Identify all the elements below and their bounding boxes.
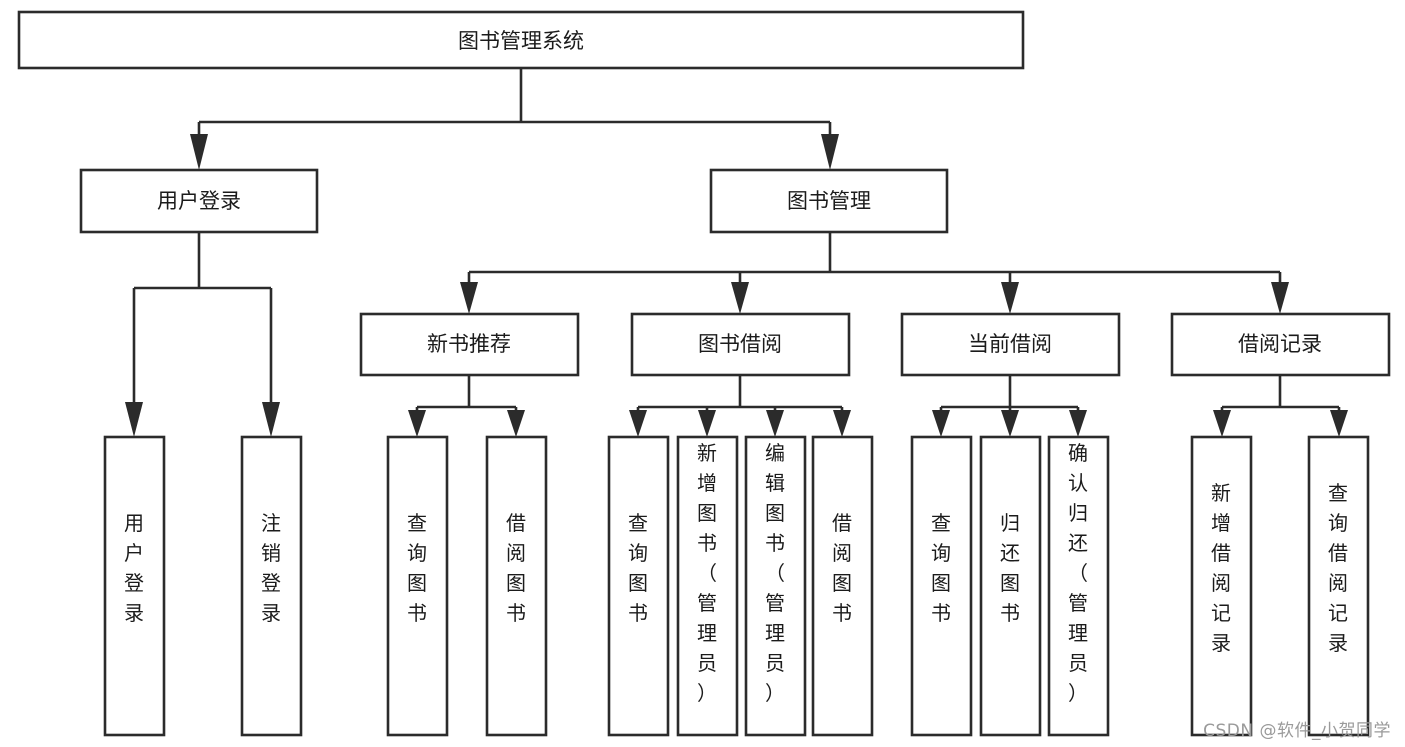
leaf-node-user-login-label: 用户登录 (124, 511, 144, 625)
leaf-node-cb-return-book[interactable]: 归还图书 (979, 435, 1042, 737)
node-borrow-record[interactable]: 借阅记录 (1170, 312, 1391, 377)
leaf-node-cb-return-book-label: 归还图书 (1000, 511, 1020, 625)
node-root-system-label: 图书管理系统 (458, 29, 584, 53)
node-current-borrow-box[interactable] (900, 312, 1121, 377)
node-root-system[interactable]: 图书管理系统 (17, 10, 1025, 70)
arrow-head-nbr-leaf-1 (408, 410, 426, 437)
connector-group-root (190, 68, 839, 170)
leaf-node-br-query-record[interactable]: 查询借阅记录 (1307, 435, 1370, 737)
leaf-node-br-add-record-label: 新增借阅记录 (1211, 481, 1231, 655)
leaf-node-cb-confirm-return-label: 确认归还（管理员） (1068, 441, 1088, 705)
arrow-head-leaf-logout (262, 402, 280, 437)
node-new-book-recommend-box[interactable] (359, 312, 580, 377)
node-new-book-recommend[interactable]: 新书推荐 (359, 312, 580, 377)
leaf-node-br-add-record-box[interactable] (1190, 435, 1253, 737)
node-current-borrow-label: 当前借阅 (968, 332, 1052, 356)
leaf-node-nbr-query-book-box[interactable] (386, 435, 449, 737)
node-book-management-label: 图书管理 (787, 189, 871, 213)
leaf-node-bb-edit-book[interactable]: 编辑图书（管理员） (744, 435, 807, 737)
leaf-node-bb-borrow-book-box[interactable] (811, 435, 874, 737)
arrow-head-br-leaf-1 (1213, 410, 1231, 437)
connector-group-borrow-record (1213, 375, 1348, 437)
leaf-node-logout[interactable]: 注销登录 (240, 435, 303, 737)
leaf-node-logout-label: 注销登录 (261, 511, 281, 625)
node-user-login[interactable]: 用户登录 (79, 168, 319, 234)
arrow-head-leaf-user-login (125, 402, 143, 437)
arrow-head-cb-leaf-3 (1069, 410, 1087, 437)
leaf-node-br-query-record-label: 查询借阅记录 (1328, 481, 1348, 655)
node-user-login-label: 用户登录 (157, 189, 241, 213)
connector-group-book-mgmt (460, 232, 1289, 314)
arrow-head-user-login (190, 134, 208, 170)
arrow-head-current-borrow (1001, 282, 1019, 314)
arrow-head-book-mgmt (821, 134, 839, 170)
arrow-head-bb-leaf-4 (833, 410, 851, 437)
arrow-head-nbr-leaf-2 (507, 410, 525, 437)
connector-group-current-borrow (932, 375, 1087, 437)
connector-group-user-login (125, 232, 280, 437)
node-borrow-record-label: 借阅记录 (1238, 332, 1322, 356)
leaf-node-user-login-box[interactable] (103, 435, 166, 737)
leaf-node-nbr-query-book[interactable]: 查询图书 (386, 435, 449, 737)
leaf-node-bb-query-book-box[interactable] (607, 435, 670, 737)
leaf-node-bb-add-book-box[interactable] (676, 435, 739, 737)
leaf-node-nbr-borrow-book-label: 借阅图书 (506, 511, 526, 625)
leaf-node-cb-confirm-return-box[interactable] (1047, 435, 1110, 737)
leaf-node-cb-confirm-return[interactable]: 确认归还（管理员） (1047, 435, 1110, 737)
node-user-login-box[interactable] (79, 168, 319, 234)
arrow-head-cb-leaf-2 (1001, 410, 1019, 437)
leaf-node-cb-query-book[interactable]: 查询图书 (910, 435, 973, 737)
leaf-node-br-query-record-box[interactable] (1307, 435, 1370, 737)
leaf-node-br-add-record[interactable]: 新增借阅记录 (1190, 435, 1253, 737)
leaf-node-bb-edit-book-label: 编辑图书（管理员） (765, 441, 785, 705)
node-book-borrow-label: 图书借阅 (698, 332, 782, 356)
node-book-borrow-box[interactable] (630, 312, 851, 377)
arrow-head-bb-leaf-1 (629, 410, 647, 437)
node-book-management-box[interactable] (709, 168, 949, 234)
leaf-node-nbr-query-book-label: 查询图书 (407, 511, 427, 625)
leaf-node-bb-add-book[interactable]: 新增图书（管理员） (676, 435, 739, 737)
node-book-borrow[interactable]: 图书借阅 (630, 312, 851, 377)
arrow-head-book-borrow (731, 282, 749, 314)
leaf-node-user-login[interactable]: 用户登录 (103, 435, 166, 737)
arrow-head-new-book-recommend (460, 282, 478, 314)
leaf-node-cb-query-book-label: 查询图书 (931, 511, 951, 625)
leaf-node-bb-query-book[interactable]: 查询图书 (607, 435, 670, 737)
leaf-node-bb-borrow-book-label: 借阅图书 (832, 511, 852, 625)
arrow-head-bb-leaf-3 (766, 410, 784, 437)
arrow-head-bb-leaf-2 (698, 410, 716, 437)
leaf-node-nbr-borrow-book[interactable]: 借阅图书 (485, 435, 548, 737)
connector-group-new-book-recommend (408, 375, 525, 437)
node-book-management[interactable]: 图书管理 (709, 168, 949, 234)
node-borrow-record-box[interactable] (1170, 312, 1391, 377)
csdn-watermark: CSDN @软件_小贺同学 (1203, 721, 1391, 741)
arrow-head-borrow-record (1271, 282, 1289, 314)
arrow-head-cb-leaf-1 (932, 410, 950, 437)
leaf-node-bb-query-book-label: 查询图书 (628, 511, 648, 625)
leaf-node-cb-return-book-box[interactable] (979, 435, 1042, 737)
leaf-node-logout-box[interactable] (240, 435, 303, 737)
leaf-node-bb-edit-book-box[interactable] (744, 435, 807, 737)
node-new-book-recommend-label: 新书推荐 (427, 332, 511, 356)
leaf-node-bb-add-book-label: 新增图书（管理员） (697, 441, 717, 705)
connector-group-book-borrow (629, 375, 851, 437)
node-root-system-box[interactable] (17, 10, 1025, 70)
leaf-node-nbr-borrow-book-box[interactable] (485, 435, 548, 737)
leaf-node-bb-borrow-book[interactable]: 借阅图书 (811, 435, 874, 737)
leaf-node-cb-query-book-box[interactable] (910, 435, 973, 737)
node-current-borrow[interactable]: 当前借阅 (900, 312, 1121, 377)
arrow-head-br-leaf-2 (1330, 410, 1348, 437)
